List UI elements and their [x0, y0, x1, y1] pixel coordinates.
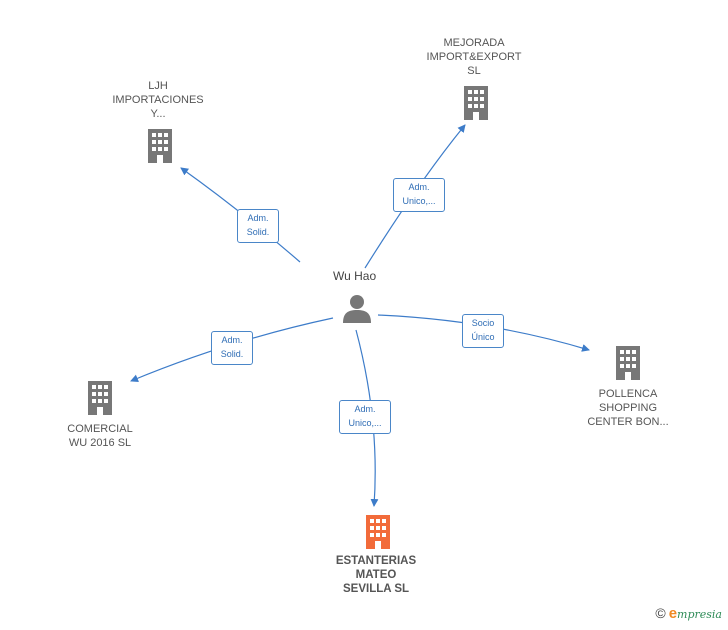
- building-icon[interactable]: [614, 346, 642, 380]
- person-icon[interactable]: [342, 294, 372, 324]
- company-label-pollenca[interactable]: POLLENCA SHOPPING CENTER BON...: [587, 388, 669, 428]
- person-name[interactable]: Wu Hao: [333, 269, 377, 283]
- brand-initial: e: [668, 605, 678, 622]
- footer-brand: ©empresia: [655, 605, 722, 622]
- edge-label-comercial[interactable]: Adm. Solid.: [211, 331, 253, 365]
- company-label-ljh[interactable]: LJH IMPORTACIONES Y...: [112, 80, 204, 120]
- building-icon[interactable]: [86, 381, 114, 415]
- building-icon[interactable]: [462, 86, 490, 120]
- edge-label-estanterias[interactable]: Adm. Unico,...: [339, 400, 391, 434]
- brand-name: mpresia: [677, 608, 722, 621]
- edge-label-mejorada[interactable]: Adm. Unico,...: [393, 178, 445, 212]
- company-label-comercial[interactable]: COMERCIAL WU 2016 SL: [67, 423, 133, 449]
- company-label-estanterias[interactable]: ESTANTERIAS MATEO SEVILLA SL: [335, 555, 417, 595]
- copyright-symbol: ©: [655, 605, 666, 621]
- company-label-mejorada[interactable]: MEJORADA IMPORT&EXPORT SL: [426, 37, 522, 77]
- building-icon[interactable]: [364, 515, 392, 549]
- edge-label-ljh[interactable]: Adm. Solid.: [237, 209, 279, 243]
- edge-label-pollenca[interactable]: Socio Único: [462, 314, 504, 348]
- building-icon[interactable]: [146, 129, 174, 163]
